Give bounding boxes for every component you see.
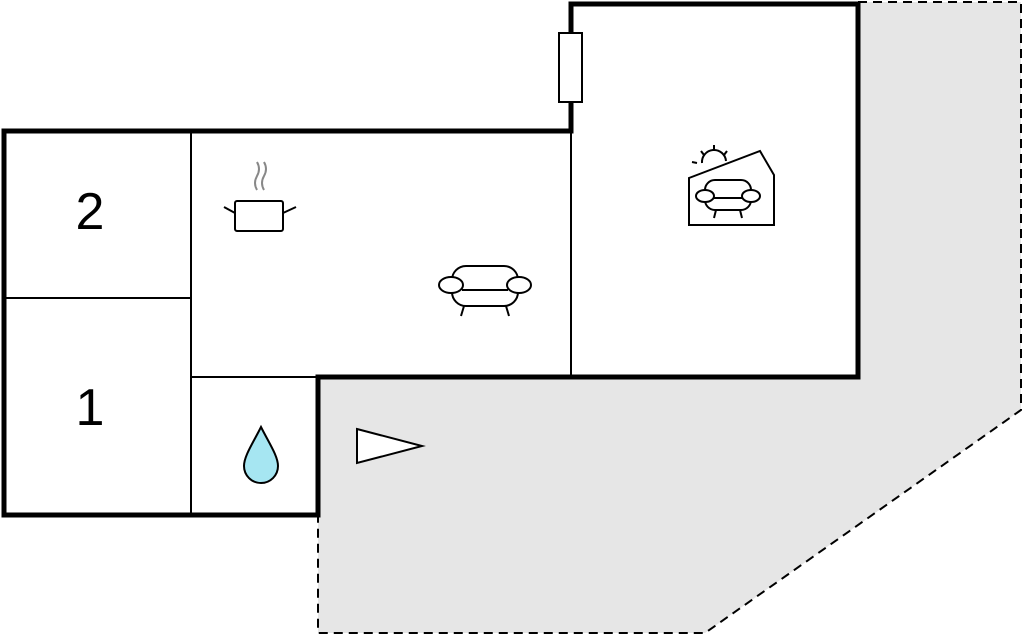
terrace-area <box>317 1 1022 634</box>
entrance-arrow-icon <box>356 427 426 465</box>
interior-walls <box>4 131 572 515</box>
fireplace-icon <box>558 32 583 103</box>
sofa-icon <box>438 265 532 317</box>
room-label-2: 2 <box>76 183 105 241</box>
room-label-1: 1 <box>76 379 105 437</box>
kitchen-pot-icon <box>223 161 297 232</box>
bathroom-water-drop-icon <box>242 424 280 484</box>
conservatory-sofa-icon <box>688 145 775 226</box>
